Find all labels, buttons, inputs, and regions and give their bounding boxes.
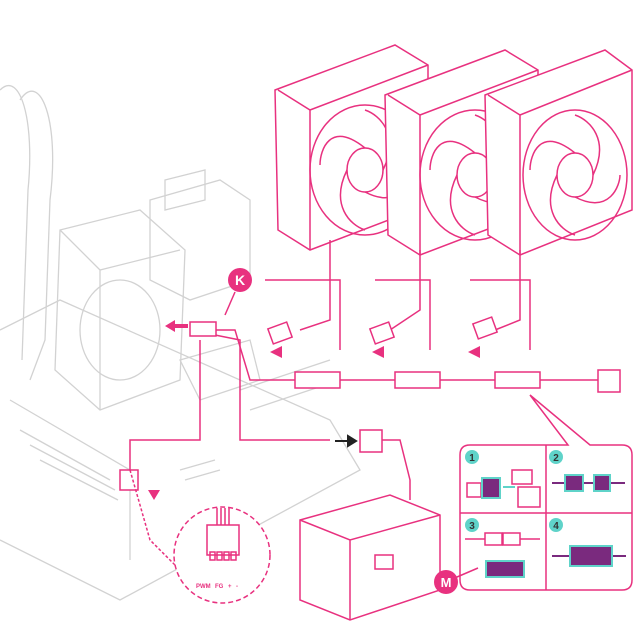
power-supply [299, 494, 441, 621]
pin-label-fg: FG [215, 584, 224, 590]
step-1: 1 [465, 450, 541, 508]
step-4-number: 4 [553, 521, 559, 532]
arrows [148, 320, 480, 500]
fan-header-pins [206, 508, 240, 561]
callout-k-badge [228, 268, 252, 292]
step-2-number: 2 [553, 453, 559, 464]
fan-3 [484, 49, 633, 256]
pin-label-plus: + [228, 584, 232, 590]
callout-m-badge [434, 570, 458, 594]
fan-cables [129, 240, 600, 500]
callout-k-label: K [235, 272, 245, 288]
step-4: 4 [549, 518, 626, 567]
aio-pump [0, 84, 186, 411]
step-1-number: 1 [469, 453, 475, 464]
pin-label-pwm: PWM [196, 584, 211, 590]
step-3-number: 3 [469, 521, 475, 532]
pin-label-minus: - [236, 584, 238, 590]
pin-callout-leader [129, 469, 176, 566]
splitter-connectors [119, 316, 621, 491]
step-2: 2 [549, 450, 625, 492]
callout-m-label: M [441, 575, 452, 590]
step-3: 3 [465, 518, 540, 578]
psu-arrow-icon [335, 434, 358, 448]
callout-k-leader [224, 291, 236, 316]
